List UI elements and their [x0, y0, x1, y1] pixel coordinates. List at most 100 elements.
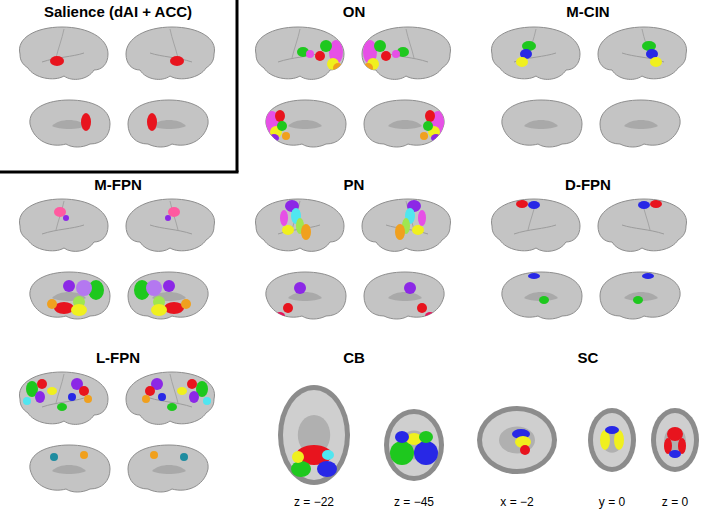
region-patch: [275, 312, 285, 320]
medial-view: [30, 100, 110, 147]
region-patch: [294, 282, 306, 294]
region-patch: [282, 225, 294, 235]
region-patch: [381, 51, 391, 61]
cortex-surface: [362, 199, 451, 251]
region-patch: [63, 215, 69, 221]
region-patch: [419, 431, 433, 443]
medial-view: [30, 272, 110, 319]
region-patch: [322, 450, 334, 460]
network-regions: [54, 207, 69, 221]
region-patch: [50, 453, 58, 461]
network-regions: [50, 56, 64, 66]
brain-tissue: [283, 390, 345, 480]
region-patch: [418, 210, 426, 226]
region-patch: [650, 200, 662, 208]
cortex-surface: [128, 445, 208, 492]
region-patch: [292, 451, 304, 463]
cortex-surface: [128, 272, 208, 319]
slice-coordinate: z = 0: [662, 496, 688, 510]
medial-view: [30, 445, 110, 492]
network-regions: [363, 40, 409, 73]
cortex-surface: [502, 272, 582, 319]
network-regions: [81, 113, 91, 131]
medial-view: [502, 272, 582, 319]
network-regions: [134, 280, 191, 316]
region-patch: [414, 441, 438, 465]
region-patch: [282, 132, 290, 140]
region-patch: [280, 210, 288, 226]
medial-view: [600, 100, 680, 147]
network-title: M-CIN: [566, 3, 609, 20]
region-patch: [277, 121, 287, 131]
sylvian-fissure: [622, 225, 664, 234]
region-patch: [283, 303, 293, 313]
lateral-view: [19, 199, 108, 251]
cortex-surface: [255, 27, 344, 79]
medial-view: [128, 272, 208, 319]
sylvian-fissure: [150, 225, 192, 234]
lateral-view: [362, 27, 451, 79]
network-regions: [516, 200, 540, 209]
lateral-view: [491, 199, 580, 251]
network-title: CB: [343, 349, 365, 366]
cortex-surface: [491, 27, 580, 79]
medial-view: [502, 100, 582, 147]
region-patch: [669, 450, 681, 458]
brain-tissue: [656, 413, 694, 467]
medial-view: [364, 272, 444, 320]
region-patch: [147, 113, 157, 131]
corpus-callosum: [388, 120, 422, 129]
network-regions: [395, 200, 426, 240]
network-regions: [50, 451, 88, 461]
region-patch: [84, 395, 92, 403]
medial-view: [364, 100, 446, 147]
network-title: Salience (dAI + ACC): [44, 3, 192, 20]
brain-tissue: [482, 411, 552, 469]
network-regions: [642, 41, 662, 67]
cortex-surface: [30, 445, 110, 492]
region-patch: [291, 461, 311, 477]
region-patch: [516, 200, 528, 208]
region-patch: [79, 386, 89, 396]
region-patch: [23, 397, 31, 405]
medial-view: [264, 100, 346, 147]
lateral-view: [491, 27, 580, 79]
network-regions: [23, 378, 92, 411]
slice-coordinate: z = −45: [394, 496, 434, 510]
region-patch: [181, 299, 191, 309]
cortex-surface: [362, 27, 451, 79]
central-sulcus: [56, 374, 64, 403]
cortex-surface: [255, 199, 344, 251]
lateral-view: [598, 27, 687, 79]
region-patch: [47, 299, 57, 309]
region-patch: [363, 63, 373, 73]
region-patch: [203, 397, 211, 405]
region-patch: [650, 57, 662, 67]
region-patch: [315, 51, 325, 61]
network-title: SC: [578, 349, 599, 366]
region-patch: [638, 201, 650, 209]
medial-view: [128, 100, 208, 147]
network-regions: [47, 280, 104, 316]
sylvian-fissure: [42, 225, 84, 234]
network-regions: [516, 41, 536, 67]
region-patch: [528, 201, 540, 209]
network-regions: [147, 113, 157, 131]
axial-slice: [651, 408, 699, 472]
region-patch: [392, 50, 400, 58]
lateral-view: [255, 27, 344, 79]
network-regions: [280, 200, 311, 240]
network-title: ON: [343, 3, 366, 20]
head-outline: [588, 408, 636, 472]
brain-tissue: [389, 414, 439, 476]
region-patch: [151, 304, 167, 316]
cortex-surface: [126, 199, 215, 251]
region-patch: [320, 40, 332, 52]
network-regions: [633, 273, 654, 304]
network-regions: [275, 282, 306, 320]
region-patch: [177, 387, 187, 395]
network-title: PN: [344, 176, 365, 193]
slice-coordinate: x = −2: [500, 496, 533, 510]
sagittal-slice: [477, 406, 557, 474]
cortex-surface: [30, 100, 110, 147]
